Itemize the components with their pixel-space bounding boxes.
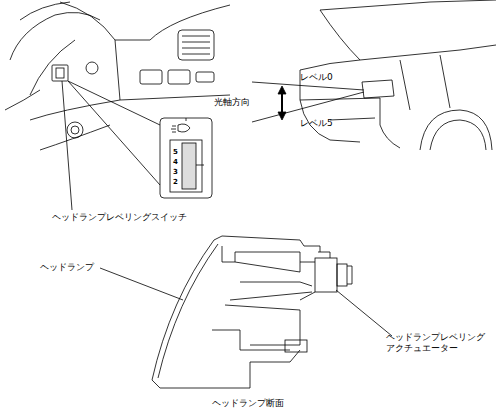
scale-number: 5 bbox=[173, 148, 183, 156]
view-title: ヘッドランプ断面 bbox=[212, 398, 312, 409]
level-label: レベル0 bbox=[300, 72, 360, 83]
level-label: レベル5 bbox=[300, 118, 360, 129]
axis-label: 光軸方向 bbox=[214, 97, 274, 108]
car-drawing bbox=[300, 0, 496, 150]
switch-inset bbox=[160, 118, 212, 198]
scale-number: 4 bbox=[173, 158, 183, 166]
switch-label: ヘッドランプレベリングスイッチ bbox=[52, 212, 212, 223]
beam-lines bbox=[252, 82, 364, 122]
part-label: ヘッドランプレベリング アクチュエーター bbox=[386, 332, 494, 354]
scale-number: 2 bbox=[173, 178, 183, 186]
part-label: ヘッドランプ bbox=[40, 262, 120, 273]
scale-number: 3 bbox=[173, 168, 183, 176]
headlamp-section bbox=[100, 236, 392, 388]
dashboard-drawing bbox=[5, 2, 230, 210]
